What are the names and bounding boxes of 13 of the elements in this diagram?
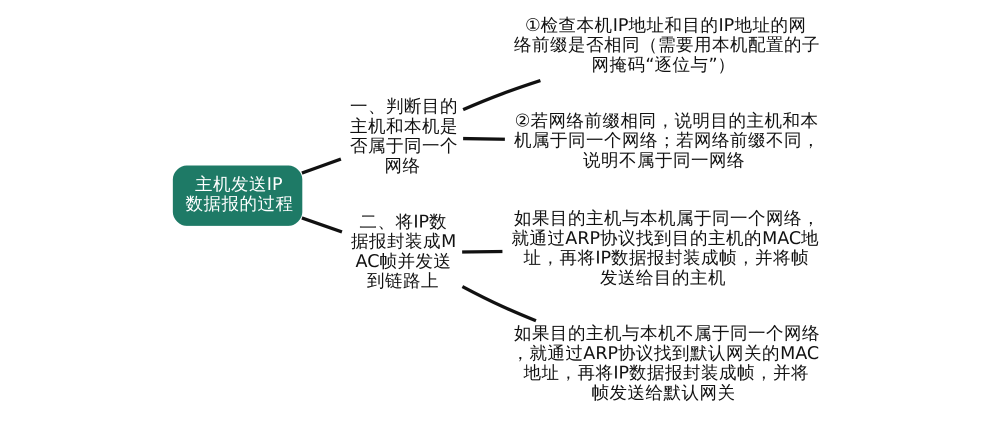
node-text: 二、将IP数据报封装成MAC帧并发送到链路上 <box>351 212 456 292</box>
node-text: ②若网络前缀相同，说明目的主机和本机属于同一个网络；若网络前缀不同，说明不属于同一网络 <box>514 111 820 171</box>
connector <box>462 79 541 112</box>
node-box: 主机发送IP数据报的过程 <box>172 166 302 226</box>
connector <box>301 216 342 234</box>
connector <box>462 250 502 254</box>
connector <box>463 136 505 141</box>
node-text: ①检查本机IP地址和目的IP地址的网络前缀是否相同（需要用本机配置的子网掩码“逐位与”） <box>514 16 820 76</box>
node-text: 如果目的主机与本机属于同一个网络，就通过ARP协议找到目的主机的MAC地址，再将IP数据报封装成帧，并将帧发送给目的主机 <box>511 208 820 288</box>
connector <box>301 158 342 175</box>
connector <box>462 285 537 322</box>
node-text: 一、判断目的主机和本机是否属于同一个网络 <box>350 97 458 176</box>
node-text: 如果目的主机与本机不属于同一个网络，就通过ARP协议找到默认网关的MAC地址，再将IP数据报封装成帧，并将帧发送给默认网关 <box>511 324 820 404</box>
